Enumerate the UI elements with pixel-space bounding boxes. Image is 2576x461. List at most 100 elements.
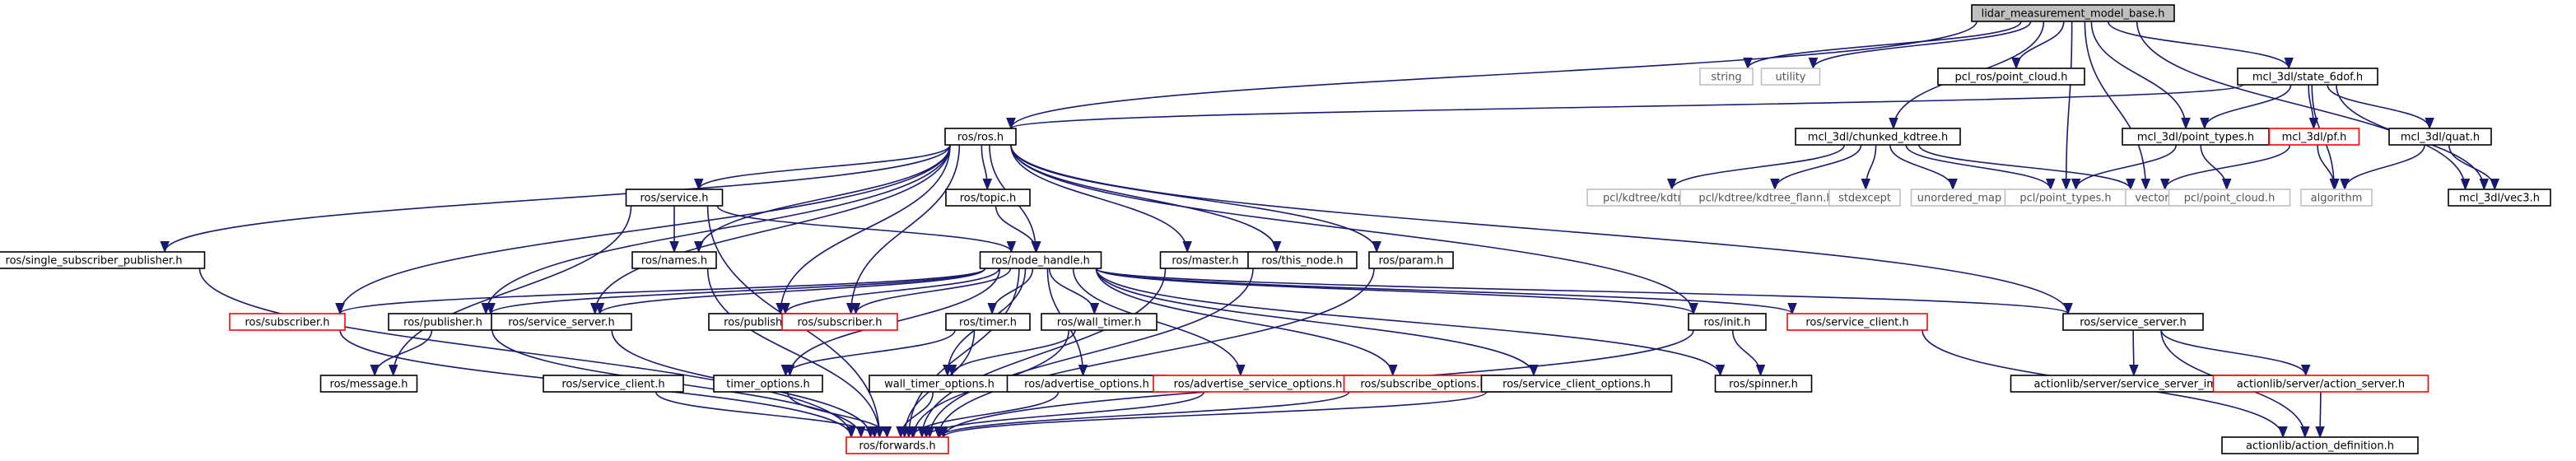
node-label: ros/subscribe_options.h: [1360, 379, 1486, 391]
node-action-server[interactable]: actionlib/server/action_server.h: [2212, 375, 2429, 393]
node-timer-options[interactable]: timer_options.h: [713, 375, 823, 393]
edge-ros-h-to-subscriber-a: [335, 144, 951, 315]
node-advertise-service-options[interactable]: ros/advertise_service_options.h: [1153, 375, 1363, 393]
node-master-h[interactable]: ros/master.h: [1159, 251, 1251, 269]
edge-ros-h-to-single-sub-pub: [160, 144, 951, 254]
node-service-server-a[interactable]: ros/service_server.h: [491, 313, 632, 331]
edge-chunked-kdtree-to-stdexcept: [1861, 144, 1877, 191]
node-utility[interactable]: utility: [1760, 68, 1821, 86]
edge-param-h-to-forwards: [934, 268, 1375, 439]
node-label: utility: [1776, 72, 1806, 84]
node-box: [1971, 4, 2175, 22]
node-service-client-options[interactable]: ros/service_client_options.h: [1480, 375, 1673, 393]
node-vec3-h[interactable]: mcl_3dl/vec3.h: [2448, 189, 2551, 207]
edge-node-handle-to-subscriber-b: [850, 268, 1012, 315]
node-algorithm[interactable]: algorithm: [2300, 189, 2373, 207]
node-node-handle[interactable]: ros/node_handle.h: [979, 251, 1102, 269]
edge-pf-h-to-algorithm: [2317, 144, 2340, 191]
node-spinner-h[interactable]: ros/spinner.h: [1714, 375, 1813, 393]
edge-ros-h-to-master-h: [1010, 144, 1192, 254]
node-point-types-mcl[interactable]: mcl_3dl/point_types.h: [2122, 128, 2270, 146]
edge-timer-options-to-forwards: [786, 391, 892, 439]
node-box: [1760, 68, 1821, 86]
edge-service-client-options-to-forwards: [939, 391, 1488, 439]
node-label: actionlib/server/action_server.h: [2237, 379, 2405, 391]
node-box: [1247, 251, 1358, 269]
edge-root-to-ros-h: [1006, 21, 1977, 130]
node-label: ros/timer.h: [959, 317, 1017, 329]
edge-service-client-h-to-forwards: [654, 391, 880, 439]
node-param-h[interactable]: ros/param.h: [1368, 251, 1454, 269]
node-label: ros/advertise_service_options.h: [1174, 379, 1343, 391]
edge-ros-h-to-this-node: [1010, 144, 1282, 254]
edge-ros-h-to-param-h: [1010, 144, 1381, 254]
node-chunked-kdtree[interactable]: mcl_3dl/chunked_kdtree.h: [1795, 128, 1961, 146]
node-forwards[interactable]: ros/forwards.h: [845, 436, 949, 454]
node-label: unordered_map: [1917, 193, 2002, 205]
node-subscriber-a[interactable]: ros/subscriber.h: [229, 313, 346, 331]
node-publisher-a[interactable]: ros/publisher.h: [388, 313, 498, 331]
node-state-6dof[interactable]: mcl_3dl/state_6dof.h: [2237, 68, 2378, 86]
node-label: ros/service_client_options.h: [1502, 379, 1651, 391]
node-box: [2268, 128, 2360, 146]
node-topic-h[interactable]: ros/topic.h: [945, 189, 1031, 207]
edge-root-to-vec3-h: [2136, 21, 2471, 191]
node-wall-timer[interactable]: ros/wall_timer.h: [1041, 313, 1158, 331]
node-unordered-map[interactable]: unordered_map: [1910, 189, 2009, 207]
node-box: [2448, 189, 2551, 207]
node-pcl-ros-point-cloud[interactable]: pcl_ros/point_cloud.h: [1937, 68, 2085, 86]
edge-wall-timer-options-to-forwards: [896, 391, 934, 439]
node-service-server-imp[interactable]: actionlib/server/service_server_imp.h: [2010, 375, 2258, 393]
edge-node-handle-to-subscribe-options: [1095, 268, 1398, 377]
edge-advertise-options-to-forwards: [907, 391, 1060, 439]
node-pf-h[interactable]: mcl_3dl/pf.h: [2268, 128, 2360, 146]
node-box: [543, 375, 684, 393]
node-ros-h[interactable]: ros/ros.h: [944, 128, 1017, 146]
edge-advertise-service-options-to-forwards: [921, 391, 1205, 439]
node-stdexcept[interactable]: stdexcept: [1828, 189, 1901, 207]
node-label: pcl/point_cloud.h: [2184, 193, 2276, 205]
node-service-client[interactable]: ros/service_client.h: [1786, 313, 1928, 331]
node-string[interactable]: string: [1699, 68, 1754, 86]
edge-node-handle-to-init-h: [1095, 268, 1698, 315]
node-box: [979, 251, 1102, 269]
node-label: ros/service_client.h: [561, 379, 664, 391]
node-kdtree-flann[interactable]: pcl/kdtree/kdtree_flann.h: [1679, 189, 1852, 207]
node-names-h[interactable]: ros/names.h: [631, 251, 717, 269]
edge-node-handle-to-service-server-a: [595, 268, 986, 315]
edge-root-to-pcl-point-types: [2061, 21, 2073, 191]
node-root[interactable]: lidar_measurement_model_base.h: [1971, 4, 2175, 22]
node-label: ros/subscriber.h: [245, 317, 329, 329]
node-subscribe-options[interactable]: ros/subscribe_options.h: [1343, 375, 1504, 393]
node-timer-h[interactable]: ros/timer.h: [945, 313, 1031, 331]
node-this-node[interactable]: ros/this_node.h: [1247, 251, 1358, 269]
edge-root-to-string: [1743, 21, 2022, 70]
node-box: [631, 251, 717, 269]
edge-node-handle-to-wall-timer: [1048, 268, 1100, 315]
node-pcl-point-types[interactable]: pcl/point_types.h: [2004, 189, 2127, 207]
edge-node-handle-to-publisher-b: [780, 268, 1000, 315]
edge-root-to-pcl-ros-point-cloud: [2011, 21, 2065, 70]
node-subscriber-b[interactable]: ros/subscriber.h: [781, 313, 898, 331]
node-message-h[interactable]: ros/message.h: [319, 375, 418, 393]
node-label: ros/message.h: [330, 379, 408, 391]
node-action-definition[interactable]: actionlib/action_definition.h: [2221, 436, 2419, 454]
node-advertise-options[interactable]: ros/advertise_options.h: [1006, 375, 1167, 393]
node-quat-h[interactable]: mcl_3dl/quat.h: [2388, 128, 2492, 146]
node-box: [1714, 375, 1813, 393]
node-service-client-h[interactable]: ros/service_client.h: [543, 375, 684, 393]
node-label: timer_options.h: [726, 379, 809, 391]
node-pcl-point-cloud[interactable]: pcl/point_cloud.h: [2168, 189, 2291, 207]
node-init-h[interactable]: ros/init.h: [1688, 313, 1767, 331]
node-vector[interactable]: vector: [2125, 189, 2179, 207]
node-label: ros/wall_timer.h: [1057, 317, 1141, 329]
node-label: ros/service_server.h: [508, 317, 615, 329]
node-label: ros/this_node.h: [1261, 255, 1343, 268]
node-box: [625, 189, 724, 207]
node-service-server-b[interactable]: ros/service_server.h: [2062, 313, 2204, 331]
node-single-sub-pub[interactable]: ros/single_subscriber_publisher.h: [0, 251, 206, 269]
node-wall-timer-options[interactable]: wall_timer_options.h: [869, 375, 1010, 393]
node-service-h[interactable]: ros/service.h: [625, 189, 724, 207]
edge-ros-h-to-topic-h: [981, 144, 993, 191]
edge-topic-h-to-node-handle: [995, 205, 1041, 254]
